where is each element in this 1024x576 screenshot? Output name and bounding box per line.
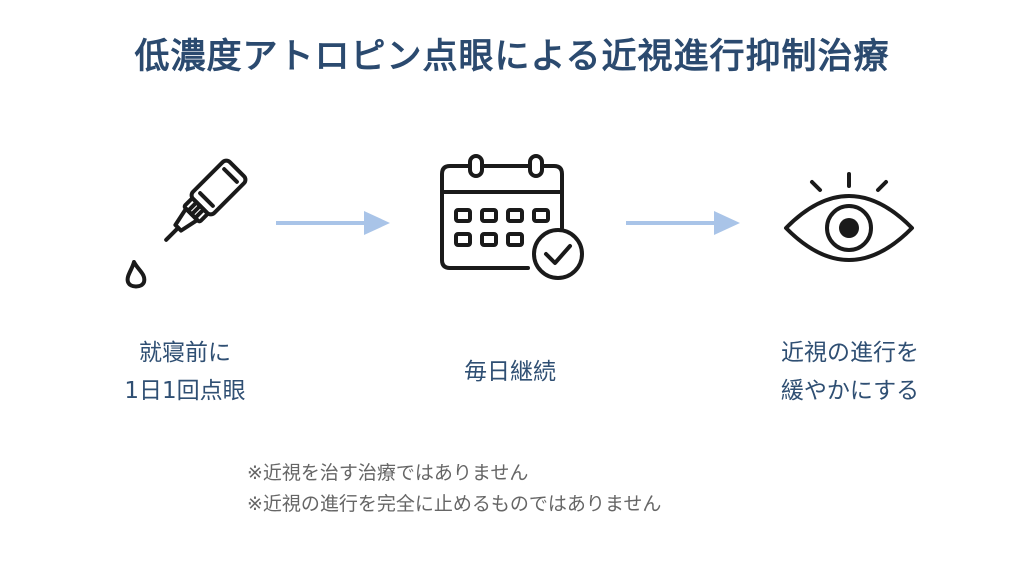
step-1-label: 就寝前に 1日1回点眼 [70,334,300,410]
disclaimer-notes: ※近視を治す治療ではありません ※近視の進行を完全に止めるものではありません [247,458,661,520]
arrow-right-icon [276,211,390,235]
arrow-right-icon [626,211,740,235]
step-1-line-2: 1日1回点眼 [124,378,246,404]
step-3-label: 近視の進行を 緩やかにする [735,334,965,410]
diagram-title: 低濃度アトロピン点眼による近視進行抑制治療 [134,37,890,77]
calendar-check-icon [436,150,586,282]
step-2-label: 毎日継続 [395,353,625,391]
eye-icon [782,168,916,268]
step-2-line-1: 毎日継続 [464,359,556,385]
step-1-line-1: 就寝前に [139,340,231,366]
step-3-line-1: 近視の進行を [781,340,919,366]
eye-dropper-icon [118,158,248,293]
note-1: ※近視を治す治療ではありません [247,462,529,484]
note-2: ※近視の進行を完全に止めるものではありません [247,493,662,515]
step-3-line-2: 緩やかにする [780,378,920,404]
